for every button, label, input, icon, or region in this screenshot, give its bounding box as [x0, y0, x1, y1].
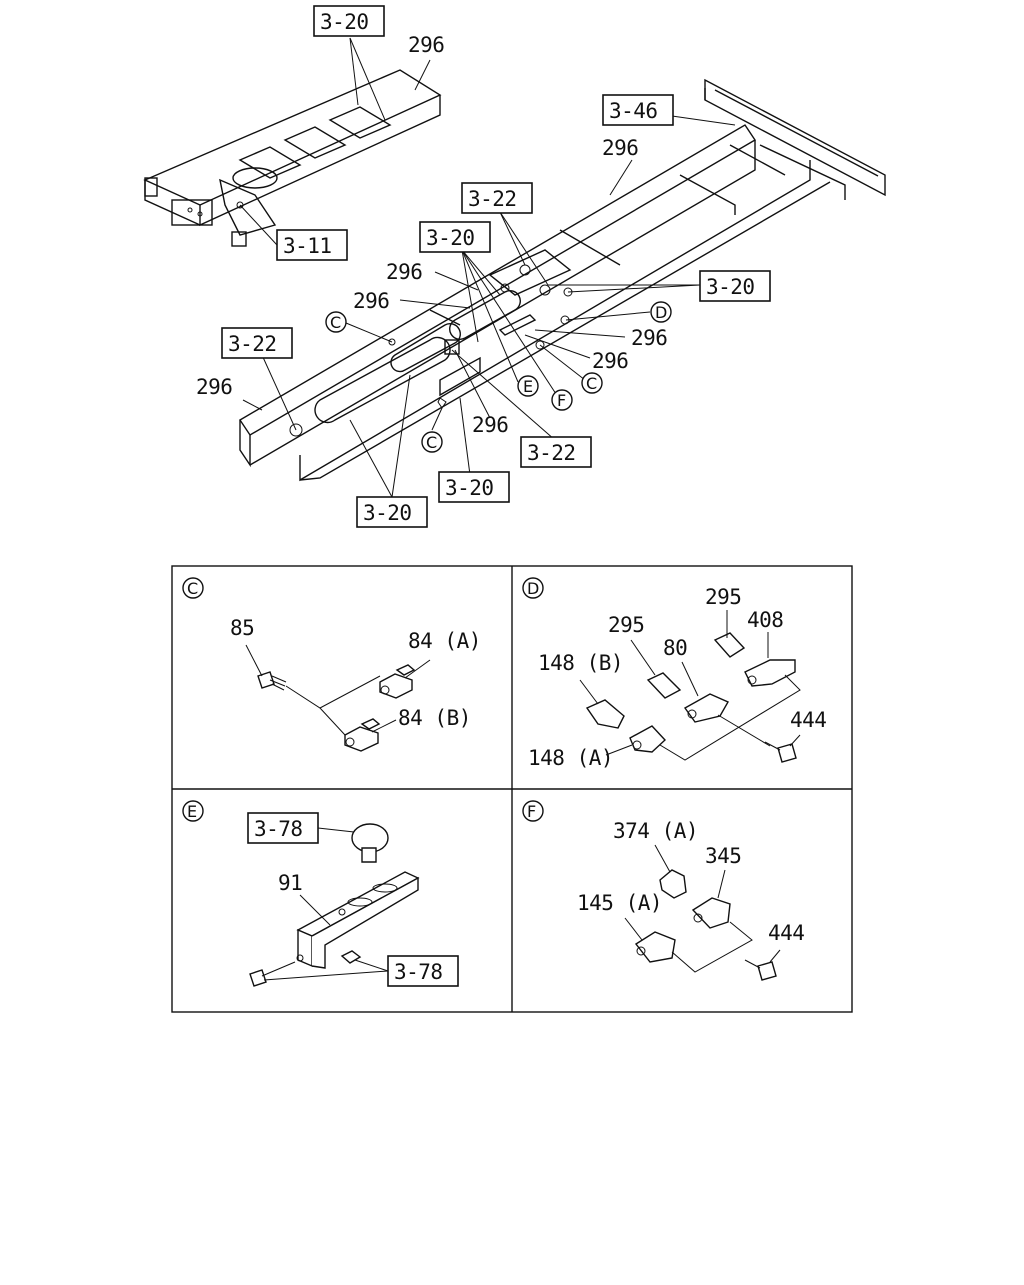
main-labels: 3-20 296 3-46 296 3-22 3-20 3-11 296 296…	[196, 5, 771, 528]
callout-c-right[interactable]: C	[586, 374, 598, 393]
detail-f-title: F	[527, 802, 536, 821]
ref-box	[602, 94, 674, 126]
part-84a-label[interactable]: 84 (A)	[408, 629, 481, 653]
part-374a-label[interactable]: 374 (A)	[613, 819, 699, 843]
ref-3-78-top[interactable]: 3-78	[254, 817, 303, 841]
detail-e-title: E	[187, 802, 197, 821]
part-444-label[interactable]: 444	[768, 921, 805, 945]
part-number-296[interactable]: 296	[196, 375, 233, 399]
part-number-296[interactable]: 296	[408, 33, 445, 57]
callout-c-bottom[interactable]: C	[426, 433, 438, 452]
bolt-444	[777, 743, 797, 763]
detail-f-panel: F 374 (A) 345 145 (A) 444	[522, 800, 805, 981]
part-145a-label[interactable]: 145 (A)	[577, 891, 663, 915]
ref-3-22-left[interactable]: 3-22	[228, 332, 277, 356]
callout-c-left[interactable]: C	[330, 313, 342, 332]
fitting-148b	[585, 699, 625, 729]
ref-3-20-bottom[interactable]: 3-20	[363, 501, 412, 525]
fitting-374a	[659, 869, 687, 899]
part-84b-label[interactable]: 84 (B)	[398, 706, 471, 730]
part-80-label[interactable]: 80	[663, 636, 688, 660]
callout-f[interactable]: F	[557, 391, 567, 410]
ref-3-22-top[interactable]: 3-22	[468, 187, 517, 211]
part-345-label[interactable]: 345	[705, 844, 742, 868]
ref-box	[699, 270, 771, 302]
bolt	[249, 969, 267, 987]
ref-box	[419, 221, 491, 253]
part-number-296[interactable]: 296	[353, 289, 390, 313]
part-148b-label[interactable]: 148 (B)	[538, 651, 624, 675]
part-number-296[interactable]: 296	[472, 413, 509, 437]
ref-box	[221, 327, 293, 359]
ref-box	[356, 496, 428, 528]
ref-box	[387, 955, 459, 987]
ref-box	[438, 471, 510, 503]
part-85-label[interactable]: 85	[230, 616, 255, 640]
detail-c-panel: C 85 84 (A) 84 (B)	[182, 577, 481, 752]
bolt-85-head	[257, 671, 275, 689]
fitting-84a	[379, 673, 413, 699]
ref-3-22-bottom[interactable]: 3-22	[527, 441, 576, 465]
part-number-296[interactable]: 296	[592, 349, 629, 373]
part-148a-label[interactable]: 148 (A)	[528, 746, 614, 770]
nut	[340, 950, 362, 964]
fitting-295-lower	[646, 672, 682, 699]
fitting-84b	[344, 726, 379, 752]
ref-box	[247, 812, 319, 844]
callout-d[interactable]: D	[655, 303, 668, 322]
detail-c-title: C	[187, 579, 198, 598]
ref-3-78-bottom[interactable]: 3-78	[394, 960, 443, 984]
ref-box	[276, 229, 348, 261]
callout-circle	[325, 311, 347, 333]
part-408-label[interactable]: 408	[747, 608, 784, 632]
part-number-296[interactable]: 296	[631, 326, 668, 350]
bracket-91	[296, 871, 420, 937]
part-295-label[interactable]: 295	[705, 585, 742, 609]
ref-3-11[interactable]: 3-11	[283, 234, 332, 258]
fitting-295-upper	[713, 632, 746, 658]
callout-circle	[581, 372, 603, 394]
ref-box	[313, 5, 385, 37]
callout-circle	[421, 431, 443, 453]
part-444-label[interactable]: 444	[790, 708, 827, 732]
ref-box	[461, 182, 533, 214]
part-number-296[interactable]: 296	[602, 136, 639, 160]
callout-circle	[517, 375, 539, 397]
part-91-label[interactable]: 91	[278, 871, 303, 895]
fitting-408	[744, 659, 796, 687]
callout-e[interactable]: E	[523, 377, 534, 396]
ref-box	[520, 436, 592, 468]
main-leader-lines	[239, 37, 736, 498]
detail-grid	[171, 565, 853, 1013]
fitting-345	[691, 897, 731, 929]
chassis-frame-drawing	[143, 69, 886, 482]
ref-3-46[interactable]: 3-46	[609, 99, 658, 123]
fitting-145a	[634, 931, 676, 963]
ref-3-20-right[interactable]: 3-20	[706, 275, 755, 299]
detail-d-panel: D 295 408 295 80 148 (B) 444 148 (A)	[522, 577, 827, 770]
ref-3-20-bottom-right[interactable]: 3-20	[445, 476, 494, 500]
callout-circle	[650, 301, 672, 323]
ref-3-20-top[interactable]: 3-20	[320, 10, 369, 34]
part-295-label[interactable]: 295	[608, 613, 645, 637]
detail-d-title: D	[527, 579, 539, 598]
detail-e-panel: E 3-78 91 3-78	[182, 800, 459, 987]
ref-3-20-center[interactable]: 3-20	[426, 226, 475, 250]
part-number-296[interactable]: 296	[386, 260, 423, 284]
callout-circle	[551, 389, 573, 411]
bolt-444	[757, 961, 777, 981]
